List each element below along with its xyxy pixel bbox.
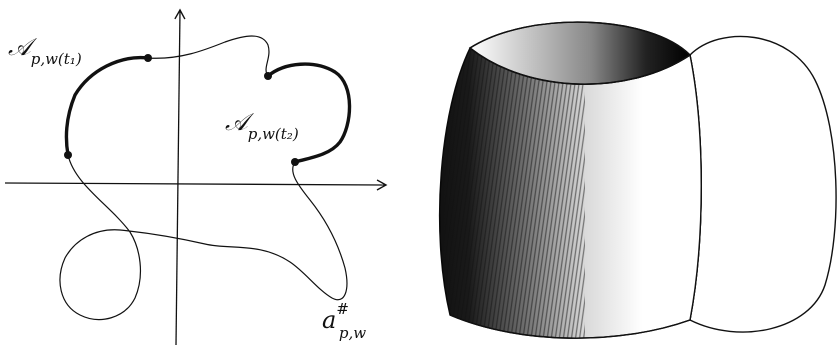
arc-t1	[64, 55, 150, 157]
arc-t2-start-dot	[264, 72, 272, 80]
barrel-rim-front	[469, 47, 691, 85]
arc-t2	[266, 62, 352, 164]
side-lobe	[689, 35, 837, 333]
label-arc-t2: 𝒜p,w(t₂)	[225, 108, 299, 143]
barrel-opening-back	[469, 21, 691, 56]
right-diagram	[438, 21, 837, 339]
label-arc-t1: 𝒜p,w(t₁)	[8, 33, 82, 68]
barrel-shading	[439, 48, 702, 339]
left-diagram: 𝒜p,w(t₁) 𝒜p,w(t₂) a#p,w	[4, 8, 388, 346]
arc-t1-start-dot	[64, 151, 72, 159]
arc-t2-end-dot	[291, 158, 299, 166]
arc-t1-end-dot	[144, 54, 152, 62]
label-curve: a#p,w	[322, 300, 366, 342]
y-axis	[174, 8, 186, 346]
closed-curve	[59, 35, 351, 321]
barrel-bottom-edge	[449, 314, 691, 339]
x-axis	[4, 179, 388, 191]
